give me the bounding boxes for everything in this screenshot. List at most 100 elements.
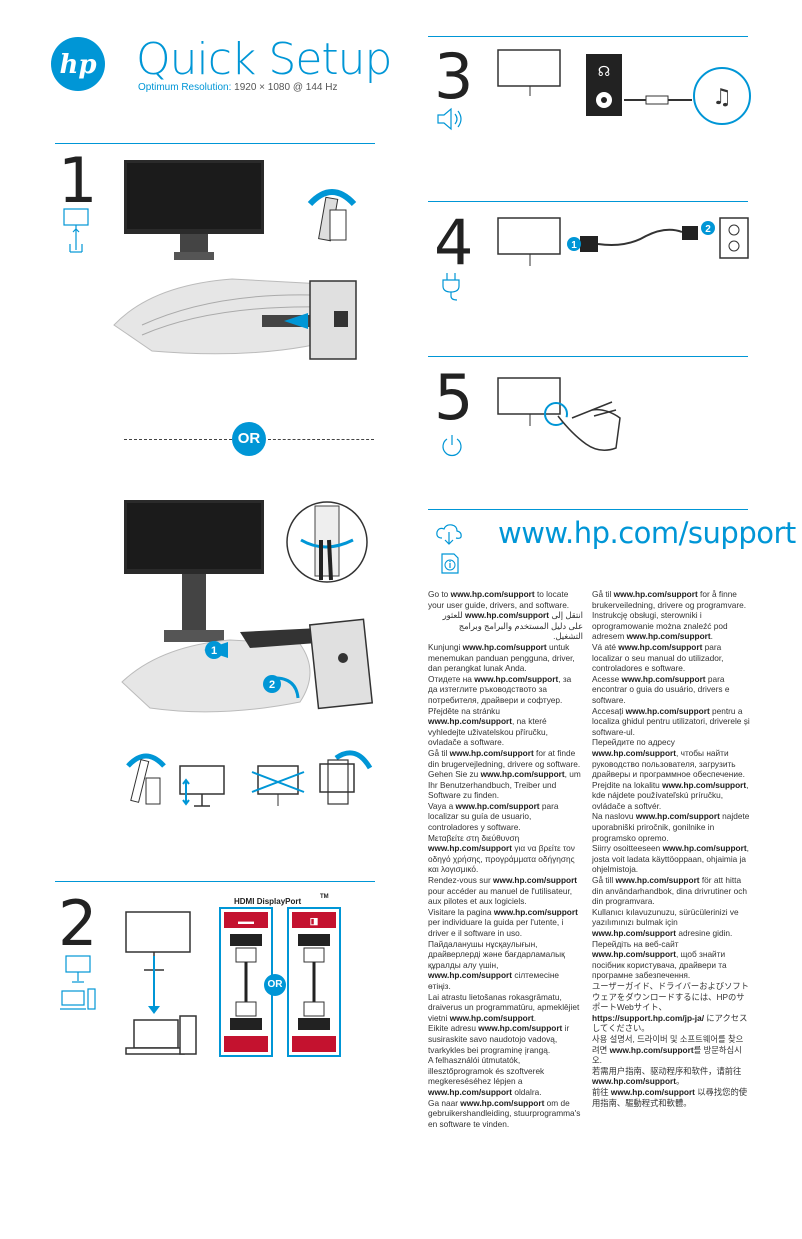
support-text: Visitare la pagina [428,906,494,917]
support-link[interactable]: www.hp.com/support [592,949,677,960]
support-link[interactable]: www.hp.com/support [615,875,700,886]
support-text: για να βρείτε τον οδηγό χρήσης, προγράμμ… [428,843,575,875]
support-text: Instrukcję obsługi, sterowniki i oprogra… [592,610,728,642]
support-link[interactable]: www.hp.com/support [592,747,677,758]
support-paragraph: Gehen Sie zu www.hp.com/support, um Ihr … [428,769,583,801]
stand-attach-illustration: 1 2 [121,618,374,713]
step-2-number: 2 [58,887,97,960]
support-link[interactable]: www.hp.com/support [592,1076,677,1087]
power-connection-illustration: 1 2 [497,217,749,266]
support-text: Eikite adresu [428,1023,479,1034]
support-text: para localizar su guía de usuario, contr… [428,800,559,833]
svg-text:♫: ♫ [712,85,732,110]
trademark-label: TM [320,894,329,900]
support-link[interactable]: www.hp.com/support [449,747,534,758]
support-text-column-left: Go to www.hp.com/support to locate your … [428,589,583,1129]
support-text: adresine gidin. [676,928,733,938]
support-paragraph: Vá até www.hp.com/support para localizar… [592,642,750,674]
support-url-heading[interactable]: www.hp.com/support [498,516,796,550]
support-paragraph: Go to www.hp.com/support to locate your … [428,589,583,610]
hdmi-displayport-label: HDMI DisplayPort [234,897,301,906]
divider [428,509,748,510]
tilt-arrow-icon [307,189,357,242]
support-link[interactable]: www.hp.com/support [493,906,578,917]
support-paragraph: Μεταβείτε στη διεύθυνση www.hp.com/suppo… [428,833,583,875]
svg-text:▬▬: ▬▬ [238,917,254,926]
power-button-icon [442,435,462,457]
divider [55,881,375,882]
hdmi-label: HDMI [234,897,255,906]
support-link[interactable]: www.hp.com/support [478,1023,563,1034]
support-link[interactable]: www.hp.com/support [621,673,706,684]
support-text: Отидете на [428,673,475,684]
support-paragraph: Отидете на www.hp.com/support, за да изт… [428,674,583,706]
support-paragraph: 前往 www.hp.com/support 以尋找您的使用指南、驅動程式和軟體。 [592,1087,750,1108]
support-text: om de gebruikershandleiding, stuurprogra… [428,1097,581,1129]
support-text: 사용 설명서, 드라이버 및 소프트웨어를 찾으려면 [592,1033,744,1055]
support-text: Vá até [592,641,619,652]
support-text: to locate your user guide, drivers, and … [428,589,570,610]
support-link[interactable]: www.hp.com/support [464,610,550,621]
support-link[interactable]: www.hp.com/support [462,641,547,652]
tilt-adjust-icon [126,753,166,805]
support-paragraph: Gå till www.hp.com/support för att hitta… [592,875,750,907]
optimum-resolution: Optimum Resolution: 1920 × 1080 @ 144 Hz [138,82,337,93]
support-paragraph: Gå til www.hp.com/support for at finde d… [428,748,583,769]
support-link[interactable]: www.hp.com/support [610,1086,695,1097]
support-link[interactable]: www.hp.com/support [609,1044,694,1055]
support-text: pentru a localiza ghidul pentru utilizat… [592,705,750,737]
support-text: , kde nájdete používateľskú príručku, ov… [592,779,749,811]
support-link[interactable]: www.hp.com/support [635,811,720,822]
monitor-height-icon [63,208,89,253]
support-text: ユーザーガイド、ドライバーおよびソフトウェアをダウンロードするには、HPのサポー… [592,980,749,1013]
support-link[interactable]: www.hp.com/support [450,589,535,599]
support-text: Пайдаланушы нұсқаулығын, драйверлерді жә… [428,938,565,970]
support-text: 若需用户指南、驱动程序和软件，请前往 [592,1065,742,1076]
support-text: , josta voit ladata käyttöoppaan, ohjaim… [592,843,749,875]
support-link[interactable]: www.hp.com/support [480,769,565,780]
support-link[interactable]: www.hp.com/support [618,641,703,652]
support-link[interactable]: www.hp.com/support [428,970,513,981]
support-link[interactable]: www.hp.com/support [428,843,513,854]
support-text: Na naslovu [592,811,636,822]
support-link[interactable]: www.hp.com/support [662,843,747,854]
support-text: para encontrar o guia do usuário, driver… [592,673,730,705]
svg-text:☊: ☊ [598,64,610,80]
support-link[interactable]: www.hp.com/support [613,589,698,599]
support-link[interactable]: https://support.hp.com/jp-ja/ [592,1012,704,1023]
support-text: Gehen Sie zu [428,769,481,780]
divider [428,36,748,37]
support-link[interactable]: www.hp.com/support [460,1097,545,1108]
callout-2: 2 [269,679,275,691]
support-text: , щоб знайти посібник користувача, драйв… [592,949,727,981]
support-link[interactable]: www.hp.com/support [625,705,710,716]
support-text: انتقل إلى [549,610,583,621]
support-link[interactable]: www.hp.com/support [592,928,677,938]
support-text: Přejděte na stránku [428,705,500,716]
support-link[interactable]: www.hp.com/support [428,1086,513,1097]
support-text: najdete uporabniški priročnik, gonilnike… [592,811,750,843]
support-link[interactable]: www.hp.com/support [626,631,711,642]
support-text: Go to [428,589,451,599]
support-paragraph: Пайдаланушы нұсқаулығын, драйверлерді жә… [428,939,583,992]
stand-attach-illustration [113,278,357,360]
support-paragraph: Siirry osoitteeseen www.hp.com/support, … [592,843,750,875]
support-link[interactable]: www.hp.com/support [428,716,513,727]
support-link[interactable]: www.hp.com/support [662,779,747,790]
support-text: にアクセスしてください。 [592,1012,748,1034]
step-3-number: 3 [434,40,473,113]
support-text: 以尋找您的使用指南、驅動程式和軟體。 [592,1086,748,1108]
support-link[interactable]: www.hp.com/support [455,800,540,811]
support-text: Gå till [592,875,616,886]
support-link[interactable]: www.hp.com/support [493,875,578,886]
support-text: Ga naar [428,1097,461,1108]
support-paragraph: 사용 설명서, 드라이버 및 소프트웨어를 찾으려면 www.hp.com/su… [592,1034,750,1066]
cloud-download-icon [436,524,462,545]
support-link[interactable]: www.hp.com/support [449,1012,534,1023]
support-paragraph: Перейдіть на веб-сайт www.hp.com/support… [592,939,750,981]
monitor-computer-icon [60,955,96,1010]
support-text: Rendez-vous sur [428,875,494,886]
support-link[interactable]: www.hp.com/support [474,673,559,684]
support-text: , na které vyhledejte uživatelskou příru… [428,716,548,748]
support-text: Перейдите по адресу [592,737,675,748]
